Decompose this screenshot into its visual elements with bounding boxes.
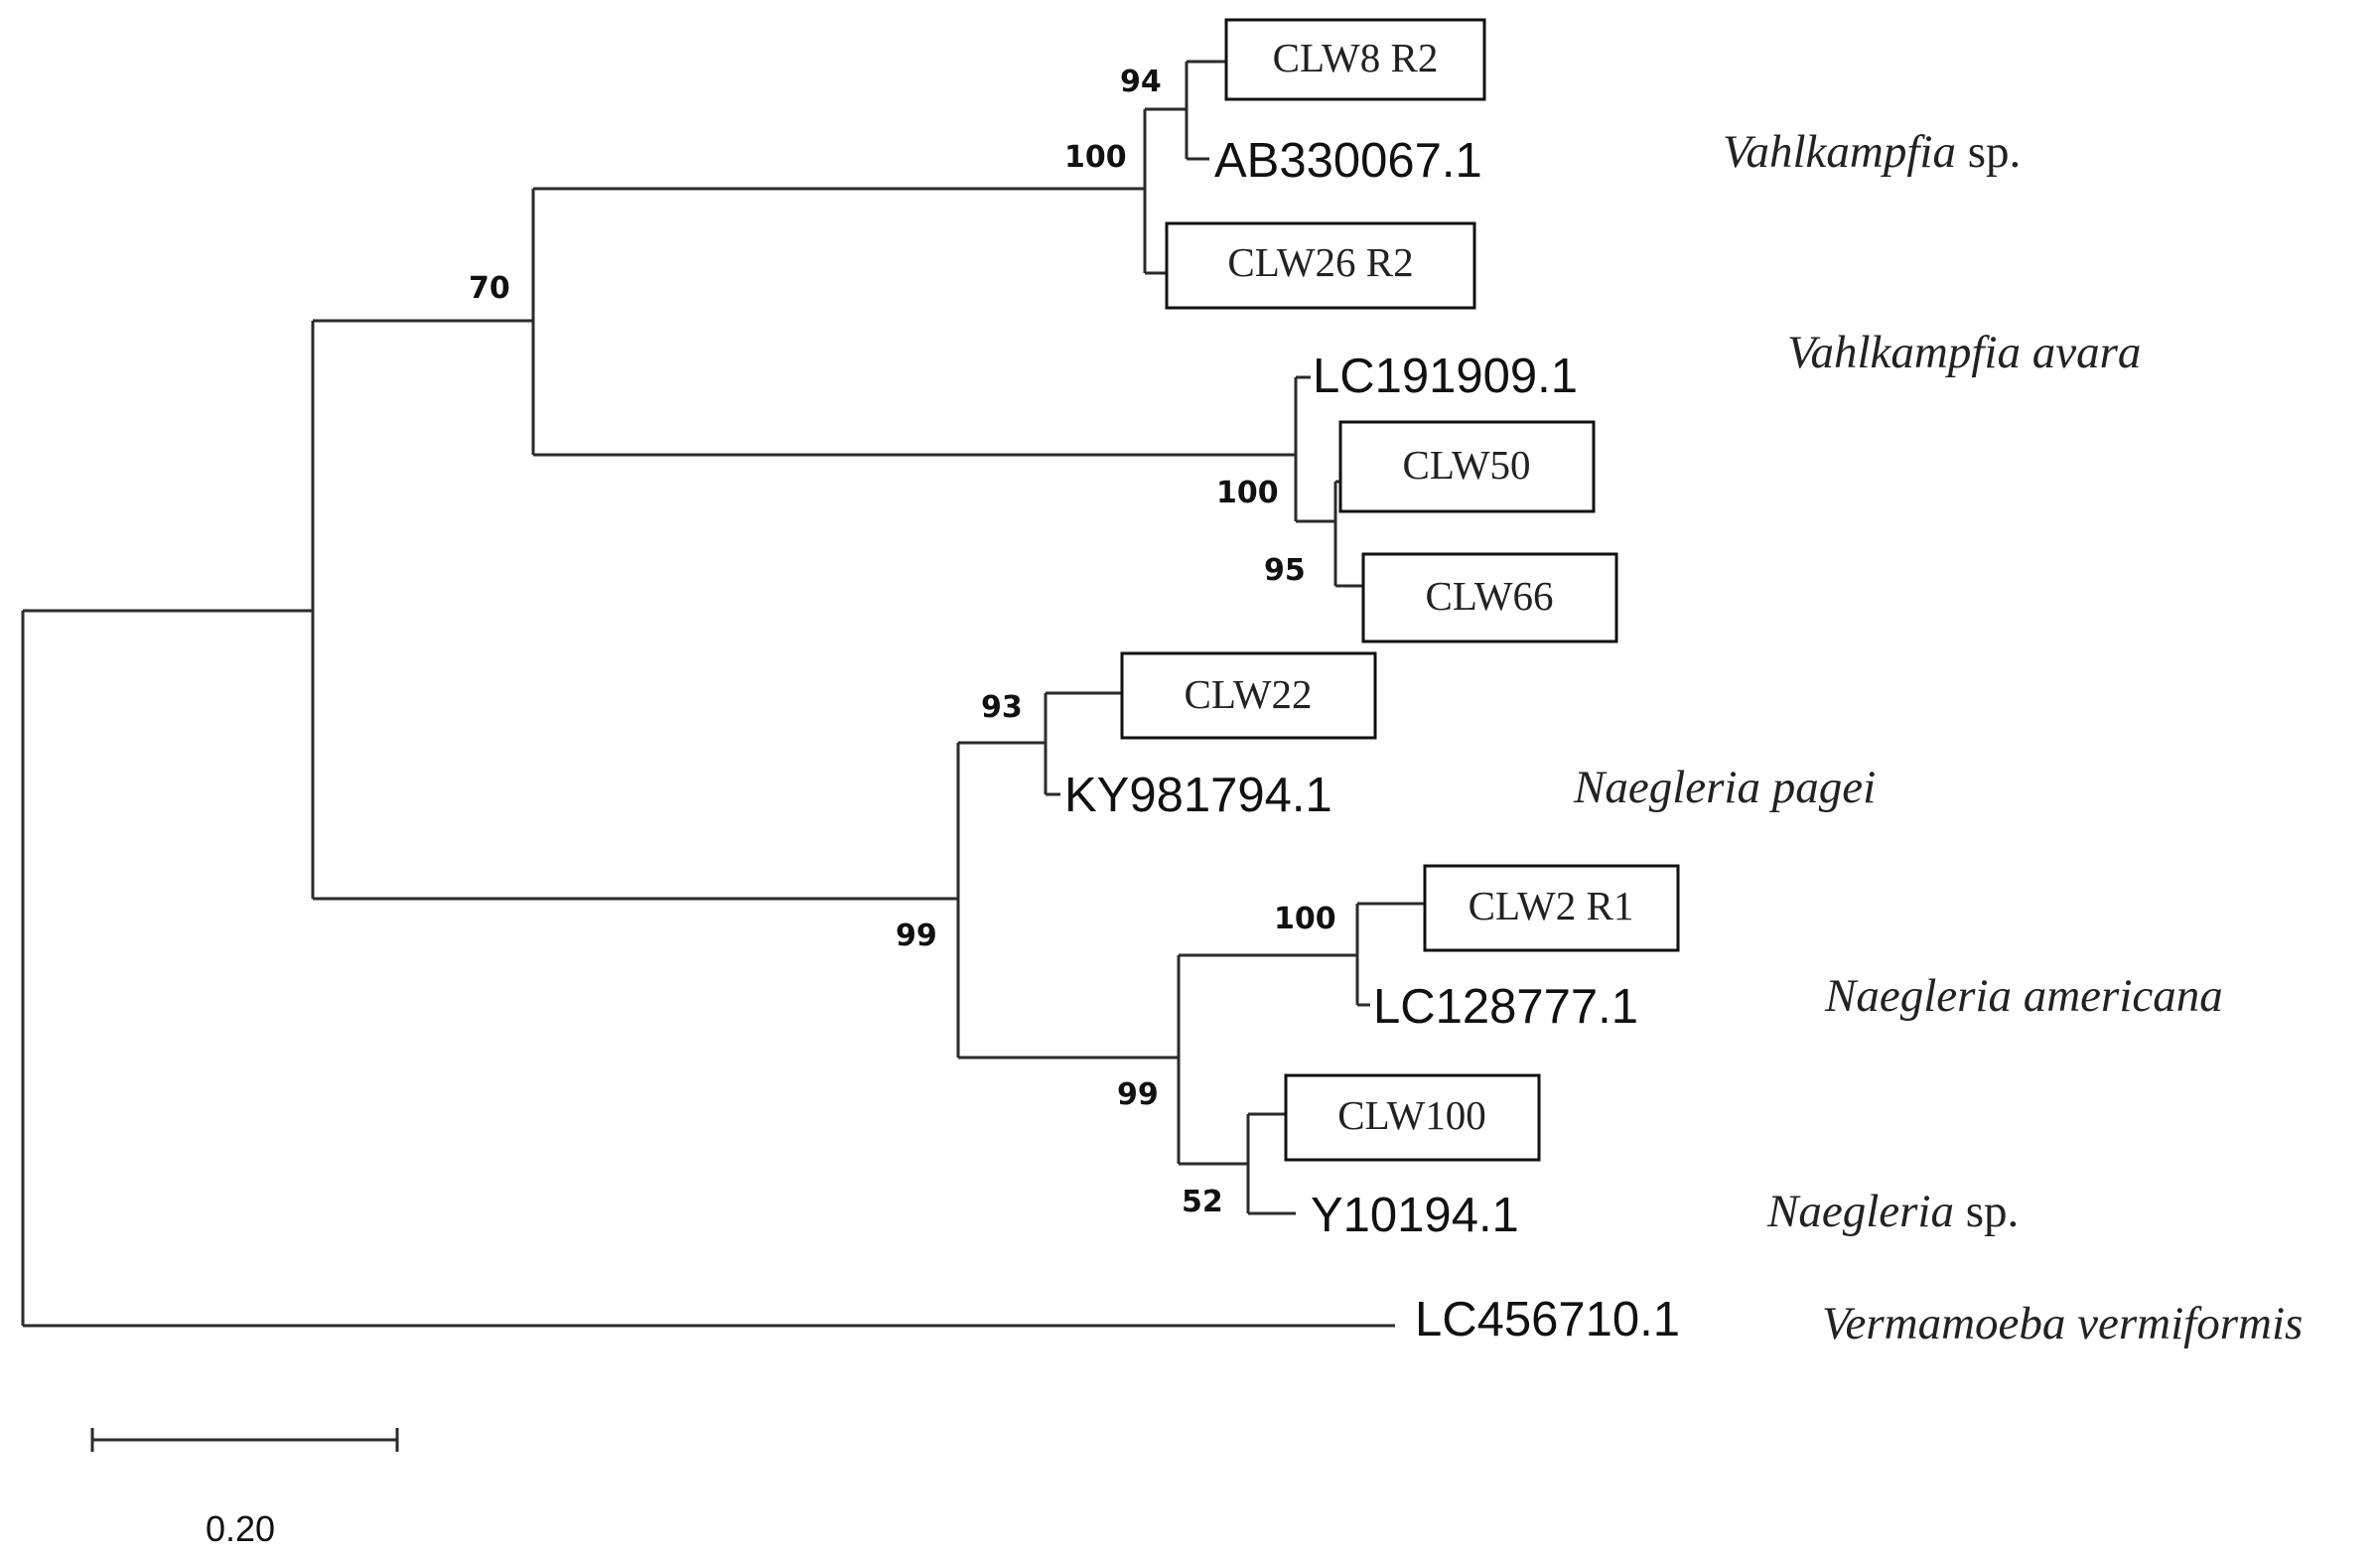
leaf-clw26: CLW26 R2 xyxy=(1227,239,1413,285)
leaf-lc128777: LC128777.1 xyxy=(1373,980,1638,1034)
scale-bar-line xyxy=(90,1428,399,1452)
accession-labels: AB330067.1 LC191909.1 KY981794.1 LC12877… xyxy=(1064,134,1680,1346)
leaf-clw100: CLW100 xyxy=(1337,1092,1486,1138)
bootstrap-vahlkampfia-sp: 94 xyxy=(1120,65,1162,99)
box-clw8 xyxy=(1224,18,1486,101)
scale-bar: 0.20 xyxy=(90,1428,399,1549)
species-vahlkampfia-sp: Vahlkampfia sp. xyxy=(1723,126,2021,178)
box-clw2 xyxy=(1423,864,1680,952)
leaf-clw8: CLW8 R2 xyxy=(1273,35,1439,80)
leaf-ky981794: KY981794.1 xyxy=(1064,769,1332,822)
bootstrap-clw50-clw66: 95 xyxy=(1264,553,1306,588)
leaf-clw50: CLW50 xyxy=(1402,442,1530,488)
leaf-lc191909: LC191909.1 xyxy=(1313,350,1578,403)
leaf-clw2: CLW2 R1 xyxy=(1469,883,1634,928)
bootstrap-naegleria-sp: 52 xyxy=(1182,1185,1223,1219)
species-vahlkampfia-avara: Vahlkampfia avara xyxy=(1787,327,2141,378)
box-clw22 xyxy=(1120,651,1377,740)
species-naegleria-pagei: Naegleria pagei xyxy=(1573,762,1876,813)
bootstrap-vahlkampfia-clade: 100 xyxy=(1064,140,1127,175)
scale-bar-label: 0.20 xyxy=(206,1508,275,1549)
box-clw50 xyxy=(1338,420,1596,513)
species-naegleria-sp: Naegleria sp. xyxy=(1766,1186,2019,1237)
bootstrap-naegleria-sub: 99 xyxy=(1117,1077,1159,1112)
bootstrap-americana-clade: 100 xyxy=(1274,902,1336,936)
bootstrap-clw22-pagei: 93 xyxy=(981,690,1023,725)
tree-branches xyxy=(21,60,1425,1328)
bootstrap-naegleria-all: 99 xyxy=(896,919,937,953)
bootstrap-vahlkampfia-all: 70 xyxy=(469,271,510,306)
bootstrap-values: 94 100 70 100 95 93 99 100 99 52 xyxy=(469,65,1336,1219)
leaf-clw22: CLW22 xyxy=(1184,671,1312,717)
isolate-boxes: CLW8 R2 CLW26 R2 CLW50 CLW66 CLW22 CLW2 … xyxy=(1120,18,1680,1162)
species-naegleria-americana: Naegleria americana xyxy=(1824,970,2223,1022)
species-labels: Vahlkampfia sp. Vahlkampfia avara Naegle… xyxy=(1573,126,2303,1349)
box-clw100 xyxy=(1284,1073,1541,1162)
leaf-clw66: CLW66 xyxy=(1425,573,1553,619)
leaf-lc456710: LC456710.1 xyxy=(1415,1293,1680,1346)
leaf-ab330067: AB330067.1 xyxy=(1214,134,1482,188)
box-clw26 xyxy=(1165,221,1476,310)
box-clw66 xyxy=(1361,552,1618,643)
bootstrap-avara-clade: 100 xyxy=(1216,476,1279,510)
species-vermamoeba: Vermamoeba vermiformis xyxy=(1822,1298,2303,1349)
leaf-y10194: Y10194.1 xyxy=(1311,1189,1519,1242)
